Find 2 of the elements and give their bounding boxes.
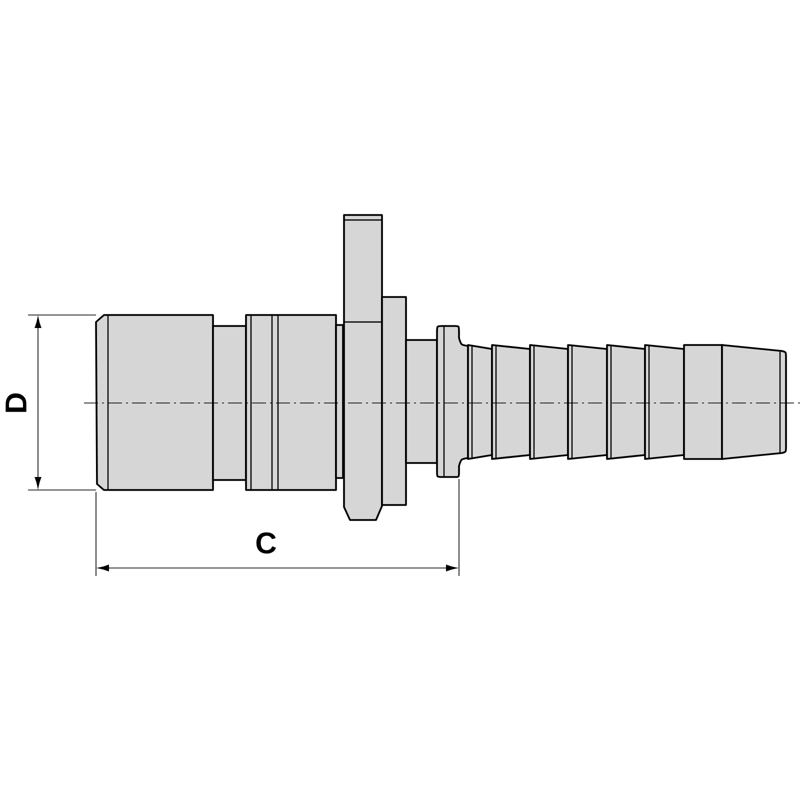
dimension-label: D xyxy=(6,393,26,412)
dimension-label: C xyxy=(256,532,276,554)
